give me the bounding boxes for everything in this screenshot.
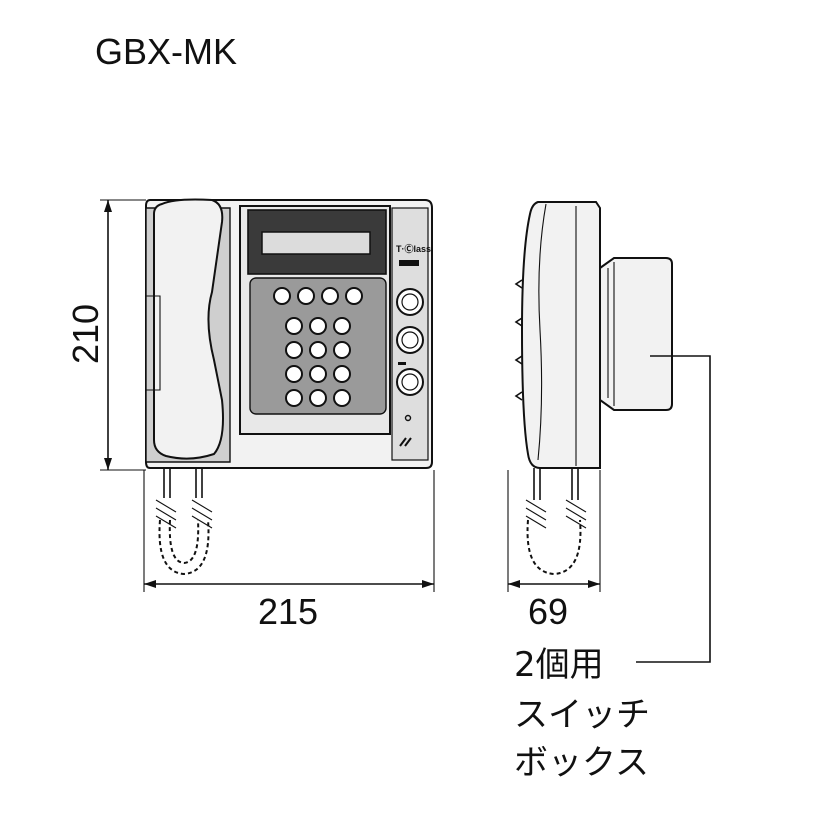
speaker-grille <box>399 437 412 447</box>
side-button-3-inner <box>401 373 419 391</box>
display-screen <box>261 231 371 255</box>
side-cord-coils <box>525 499 587 529</box>
front-view: T·Ⓒlass <box>145 198 433 576</box>
keypad-key-9 <box>333 365 351 383</box>
side-button-1-inner <box>401 293 419 311</box>
switch-box-outline <box>599 257 673 411</box>
side-button-bumps <box>514 279 523 401</box>
handset <box>153 198 224 460</box>
function-key-1 <box>273 287 291 305</box>
keypad-key-hash <box>333 389 351 407</box>
depth-dimension <box>507 470 601 592</box>
height-label: 210 <box>65 304 106 364</box>
switch-box-note-line2: スイッチ <box>514 695 650 735</box>
side-body <box>520 201 601 469</box>
keypad-key-7 <box>285 365 303 383</box>
side-button-3 <box>396 368 424 396</box>
keypad-key-star <box>285 389 303 407</box>
key-icon <box>398 362 406 365</box>
switch-box-leader <box>636 355 711 663</box>
keypad-key-2 <box>309 317 327 335</box>
coiled-cord-inner <box>168 519 200 565</box>
side-button-2-inner <box>401 331 419 349</box>
depth-label: 69 <box>528 591 568 632</box>
cord-coils <box>155 499 213 529</box>
model-badge <box>399 260 419 266</box>
function-key-2 <box>297 287 315 305</box>
keypad-key-5 <box>309 341 327 359</box>
keypad-key-8 <box>309 365 327 383</box>
function-key-3 <box>321 287 339 305</box>
cord-left-connector <box>163 468 171 498</box>
brand-mark: T·Ⓒlass <box>396 243 431 254</box>
side-button-2 <box>396 326 424 354</box>
side-view <box>514 201 673 576</box>
switch-box-inner <box>607 262 615 406</box>
keypad-key-3 <box>333 317 351 335</box>
side-coiled-cord <box>526 519 582 576</box>
handset-side-strip <box>146 295 161 391</box>
coiled-cord <box>158 519 210 576</box>
height-dimension <box>100 199 146 471</box>
keypad-key-1 <box>285 317 303 335</box>
switch-box-note-line1: 2個用 <box>514 645 604 685</box>
cord-right-connector <box>195 468 203 498</box>
keypad-key-0 <box>309 389 327 407</box>
side-cord-connector <box>533 468 579 500</box>
width-dimension <box>143 470 435 592</box>
keypad-key-4 <box>285 341 303 359</box>
side-handset-profile <box>537 203 547 461</box>
switch-box-note-line3: ボックス <box>514 743 649 783</box>
indicator-led <box>404 414 412 422</box>
model-title: GBX-MK <box>95 31 237 72</box>
function-key-4 <box>345 287 363 305</box>
width-label: 215 <box>258 591 318 632</box>
keypad-key-6 <box>333 341 351 359</box>
side-button-1 <box>396 288 424 316</box>
